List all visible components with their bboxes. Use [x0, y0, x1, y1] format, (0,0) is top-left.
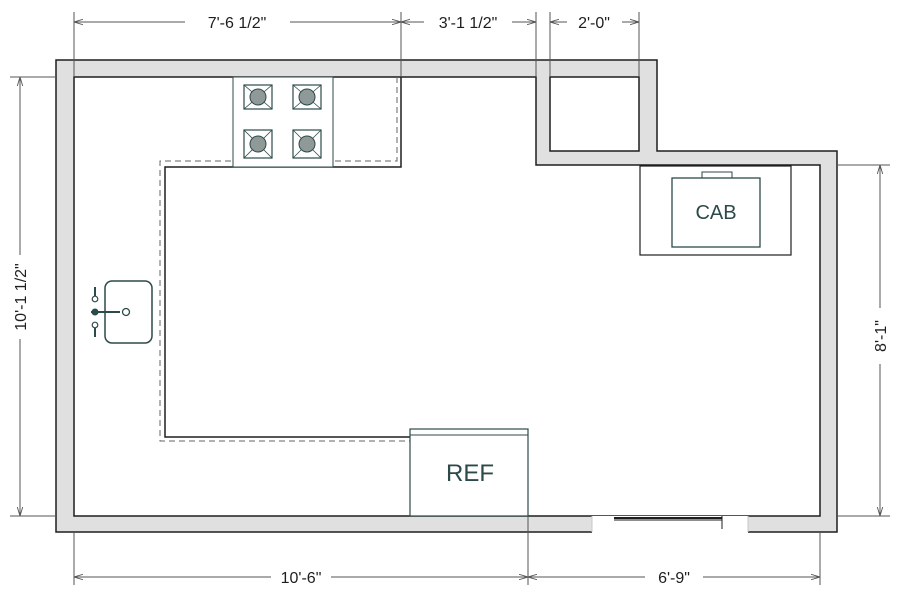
- burner-icon: [243, 84, 273, 110]
- counter-overhang-dashed: [159, 77, 410, 442]
- dimension-right-height: 8'-1": [873, 320, 890, 352]
- dimension-top-alcove: 2'-0": [578, 15, 610, 32]
- dimension-bottom-right: 6'-9": [658, 570, 690, 587]
- counter-edge: [164, 77, 410, 438]
- exterior-walls: [55, 59, 838, 533]
- dimension-top-middle: 3'-1 1/2": [439, 15, 498, 32]
- burner-icon: [292, 84, 322, 110]
- cabinet: CAB: [639, 165, 792, 256]
- dimension-left-height: 10'-1 1/2": [13, 263, 30, 330]
- refrigerator-label: REF: [446, 460, 494, 487]
- sink-icon: [91, 280, 153, 344]
- refrigerator: REF: [409, 428, 529, 517]
- burner-icon: [292, 129, 322, 159]
- burner-icon: [243, 129, 273, 159]
- wall-alcove: [549, 76, 640, 152]
- dimension-top-counter: 7'-6 1/2": [208, 15, 267, 32]
- dimension-bottom-left: 10'-6": [281, 570, 322, 587]
- cooktop: [232, 76, 334, 168]
- cabinet-label: CAB: [695, 202, 736, 224]
